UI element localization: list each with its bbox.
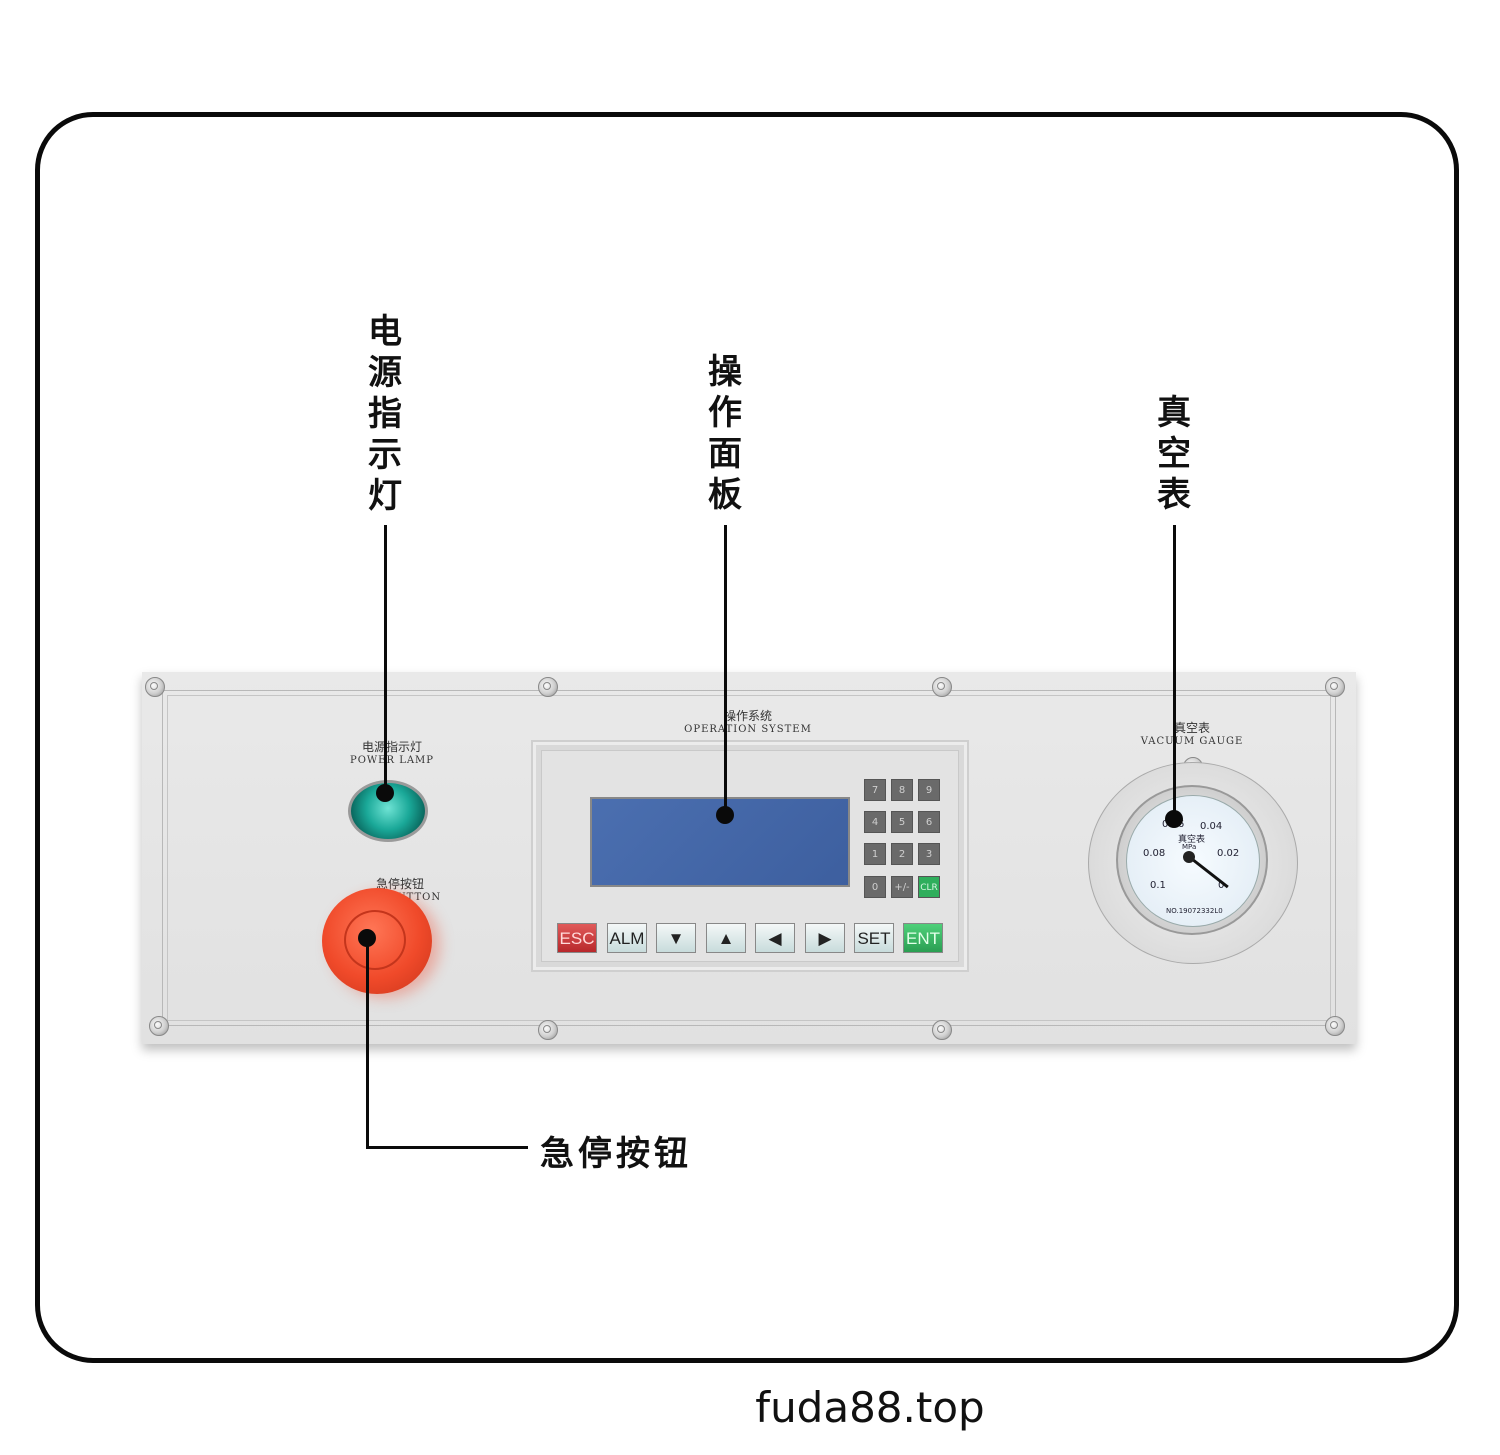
ent-button[interactable]: ENT: [903, 923, 943, 953]
right-arrow-button[interactable]: ▶: [805, 923, 845, 953]
watermark: fuda88.top: [755, 1383, 985, 1432]
callout-emergency-stop: 急停按钮: [540, 1134, 692, 1174]
gauge-scale-0.08: 0.08: [1143, 848, 1166, 859]
power-lamp-label: 电源指示灯 POWER LAMP: [349, 740, 435, 766]
gauge-scale-0: 0: [1218, 880, 1225, 891]
callout-power-lamp: 电 源 指 示 灯: [368, 312, 402, 516]
estop-label: 急停按钮 BUTTON: [375, 877, 442, 903]
screw-icon: [538, 1020, 558, 1040]
key-plus-minus[interactable]: +/-: [891, 876, 913, 898]
alm-button[interactable]: ALM: [607, 923, 647, 953]
key-9[interactable]: 9: [918, 779, 940, 801]
gauge-label: 真空表: [1178, 835, 1206, 845]
leader-line-vacuum-gauge: [1173, 525, 1176, 819]
down-arrow-button[interactable]: ▼: [656, 923, 696, 953]
panel-border-inner: [167, 695, 1331, 1021]
key-7[interactable]: 7: [864, 779, 886, 801]
screw-icon: [538, 677, 558, 697]
key-8[interactable]: 8: [891, 779, 913, 801]
gauge-unit: MPa: [1182, 843, 1197, 851]
key-clr[interactable]: CLR: [918, 876, 940, 898]
leader-line-estop-h: [366, 1146, 528, 1149]
screw-icon: [149, 1016, 169, 1036]
esc-button[interactable]: ESC: [557, 923, 597, 953]
left-arrow-button[interactable]: ◀: [755, 923, 795, 953]
gauge-scale-0.04: 0.04: [1200, 821, 1223, 832]
gauge-hub: [1183, 851, 1195, 863]
callout-dot: [358, 929, 376, 947]
operation-label: 操作系统 OPERATION SYSTEM: [684, 709, 812, 735]
up-arrow-button[interactable]: ▲: [706, 923, 746, 953]
screw-icon: [932, 1020, 952, 1040]
callout-dot: [1165, 810, 1183, 828]
set-button[interactable]: SET: [854, 923, 894, 953]
emergency-stop-button[interactable]: [322, 888, 432, 994]
callout-dot: [716, 806, 734, 824]
leader-line-power-lamp: [384, 525, 387, 793]
key-3[interactable]: 3: [918, 843, 940, 865]
key-5[interactable]: 5: [891, 811, 913, 833]
gauge-scale-0.02: 0.02: [1217, 848, 1240, 859]
key-6[interactable]: 6: [918, 811, 940, 833]
leader-line-estop-v: [366, 938, 369, 1148]
callout-vacuum-gauge: 真 空 表: [1157, 393, 1191, 515]
key-0[interactable]: 0: [864, 876, 886, 898]
vacuum-label: 真空表 VACUUM GAUGE: [1140, 721, 1244, 747]
callout-operation-panel: 操 作 面 板: [708, 352, 742, 515]
key-1[interactable]: 1: [864, 843, 886, 865]
gauge-serial: NO.19072332L0: [1166, 907, 1223, 915]
outer-frame: [35, 112, 1459, 1363]
key-2[interactable]: 2: [891, 843, 913, 865]
key-4[interactable]: 4: [864, 811, 886, 833]
screw-icon: [1325, 1016, 1345, 1036]
screw-icon: [932, 677, 952, 697]
leader-line-operation-panel: [724, 525, 727, 815]
screw-icon: [1325, 677, 1345, 697]
screw-icon: [145, 677, 165, 697]
rotate-arrows-icon: [344, 910, 406, 970]
gauge-scale-0.1: 0.1: [1150, 880, 1166, 891]
panel-border: [162, 690, 1336, 1026]
callout-dot: [376, 784, 394, 802]
